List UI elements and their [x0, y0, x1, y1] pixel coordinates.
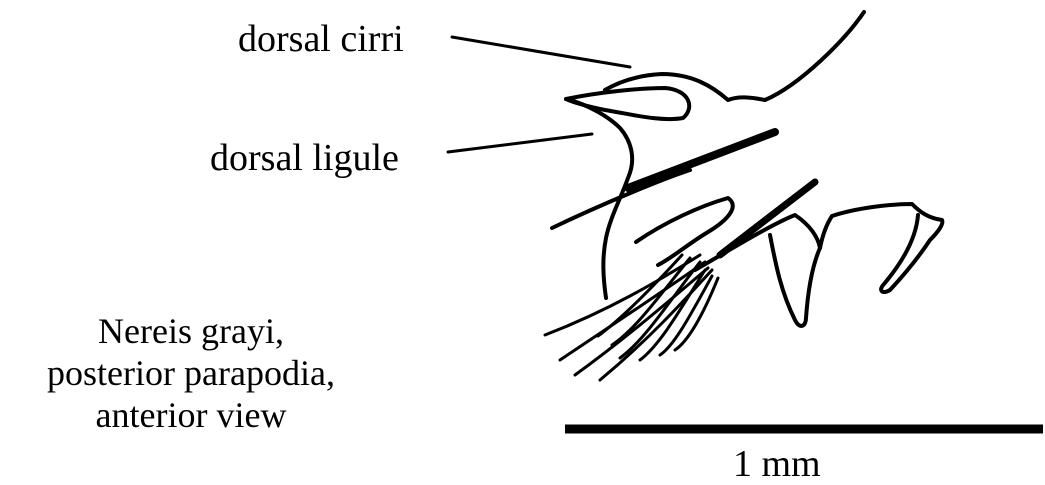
scale-bar-label: 1 mm [733, 445, 821, 483]
dorsal-cirri-label: dorsal cirri [238, 20, 404, 58]
dorsal-cirri-leader-line [452, 37, 630, 67]
caption-line-view: anterior view [0, 394, 382, 436]
caption-line-species: Nereis grayi, [0, 310, 382, 352]
dorsal-ligule-label: dorsal ligule [210, 139, 399, 177]
chaetae-bundle [545, 255, 718, 380]
dorsal-ligule-leader-line [448, 134, 592, 152]
caption-line-structure: posterior parapodia, [0, 352, 382, 394]
middle-oblique-line [552, 170, 690, 228]
neuropodial-lobe [770, 235, 820, 326]
figure-caption: Nereis grayi, posterior parapodia, anter… [0, 310, 382, 436]
upper-aciculum [628, 132, 775, 188]
